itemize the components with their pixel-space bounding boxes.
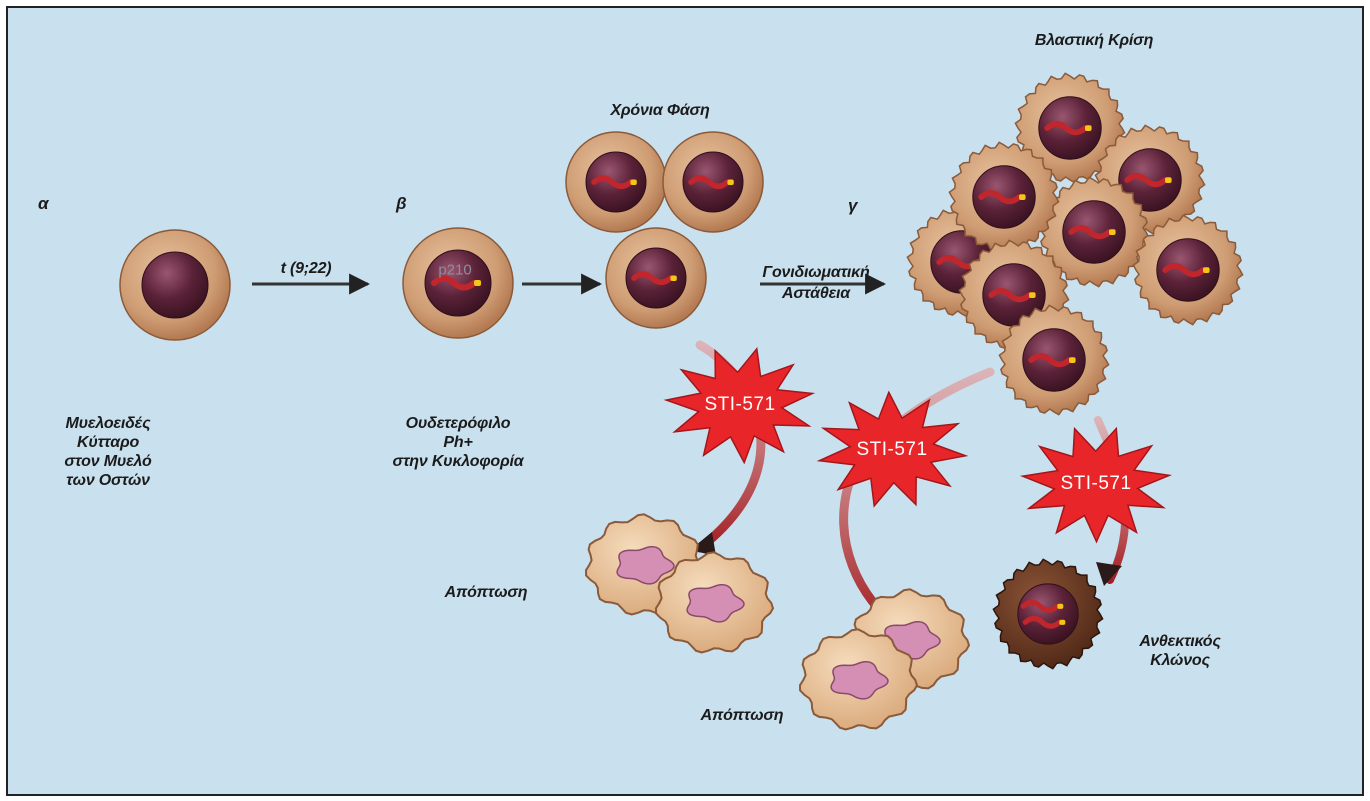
chronic-phase-cell — [663, 132, 763, 232]
apoptosis-label-1: Απόπτωση — [445, 583, 528, 602]
resistant-clone-label: Ανθεκτικός Κλώνος — [1139, 632, 1220, 670]
fusion-gene-tip — [1203, 267, 1210, 273]
neutrophil-line-1: Ουδετερόφιλο — [393, 414, 524, 433]
nucleus — [142, 252, 208, 318]
fusion-gene-tip — [670, 276, 676, 282]
fusion-gene-tip — [727, 180, 733, 186]
blast-crisis-label: Βλαστική Κρίση — [1035, 31, 1153, 50]
resistant-line-1: Ανθεκτικός — [1139, 632, 1220, 651]
drug-badge-1: STI-571 — [704, 394, 775, 416]
instability-line-2: Αστάθεια — [762, 283, 869, 304]
fusion-gene-tip — [1057, 604, 1063, 609]
myeloid-line-2: Κύτταρο — [64, 433, 151, 452]
fusion-gene-tip — [630, 180, 636, 186]
fusion-gene-tip — [1059, 620, 1065, 625]
fusion-gene-tip — [1109, 229, 1116, 235]
fusion-gene-tip — [474, 280, 481, 286]
fusion-gene-tip — [1019, 194, 1026, 200]
myeloid-line-1: Μυελοειδές — [64, 414, 151, 433]
myeloid-cell — [120, 230, 230, 340]
drug-badge-2: STI-571 — [856, 439, 927, 461]
neutrophil-line-2: Ph+ — [393, 433, 524, 452]
fusion-gene-tip — [1069, 357, 1076, 363]
drug-badge-3: STI-571 — [1060, 473, 1131, 495]
myeloid-line-3: στον Μυελό — [64, 452, 151, 471]
fusion-gene-tip — [1165, 177, 1172, 183]
fusion-gene-tip — [1029, 292, 1036, 298]
stage-label-c: γ — [848, 196, 857, 215]
ph-positive-neutrophil — [403, 228, 513, 338]
chronic-phase-cell — [566, 132, 666, 232]
chronic-phase-cell — [606, 228, 706, 328]
chronic-phase-label: Χρόνια Φάση — [610, 101, 709, 120]
instability-line-1: Γονιδιωματική — [762, 262, 869, 283]
apoptosis-label-2: Απόπτωση — [701, 706, 784, 725]
myeloid-line-4: των Οστών — [64, 471, 151, 490]
fusion-gene-tip — [1085, 125, 1092, 131]
neutrophil-label: Ουδετερόφιλο Ph+ στην Κυκλοφορία — [393, 414, 524, 471]
instability-label: Γονιδιωματική Αστάθεια — [762, 262, 869, 304]
myeloid-cell-label: Μυελοειδές Κύτταρο στον Μυελό των Οστών — [64, 414, 151, 490]
stage-label-a: α — [38, 194, 48, 213]
nucleus — [1018, 584, 1078, 644]
p210-label: p210 — [438, 262, 471, 279]
translocation-label: t (9;22) — [281, 259, 332, 278]
resistant-line-2: Κλώνος — [1139, 651, 1220, 670]
neutrophil-line-3: στην Κυκλοφορία — [393, 452, 524, 471]
stage-label-b: β — [396, 194, 406, 213]
